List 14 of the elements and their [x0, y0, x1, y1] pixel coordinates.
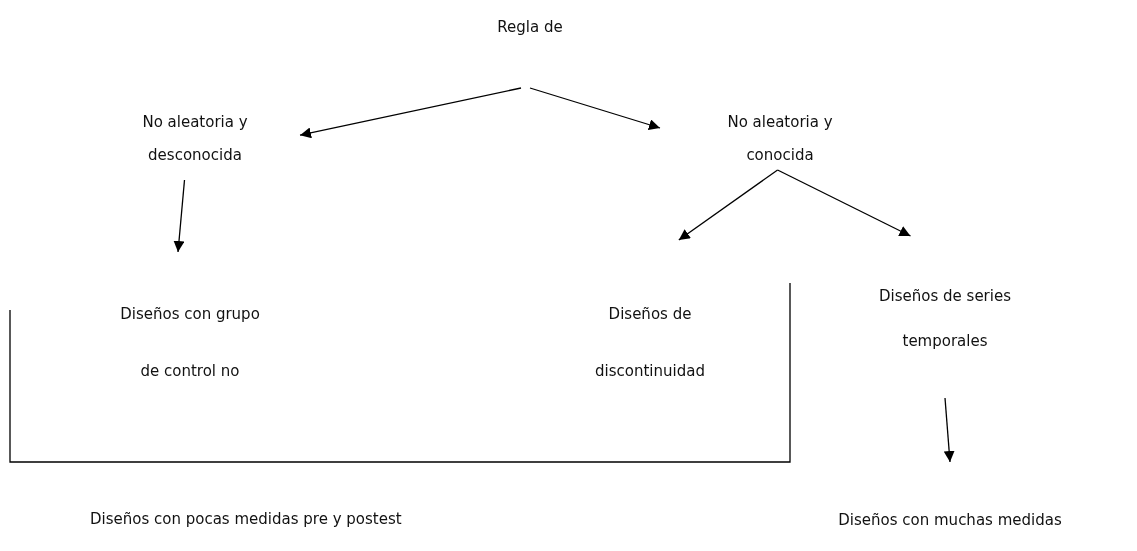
- arrow: [173, 179, 186, 253]
- node-label: No aleatoria y desconocida: [141, 112, 249, 166]
- node-label: Diseños de series temporales: [878, 286, 1012, 352]
- node-label: Diseños de discontinuidad: [594, 304, 706, 382]
- arrow: [678, 169, 779, 241]
- node-label: Regla de: [496, 17, 564, 38]
- arrow: [943, 397, 955, 463]
- arrow: [776, 169, 912, 237]
- node-label: Diseños con grupo de control no: [119, 304, 261, 382]
- arrow: [299, 87, 522, 139]
- node-label: Diseños con muchas medidas: [837, 510, 1063, 531]
- group-label: Diseños con pocas medidas pre y postest: [90, 510, 402, 528]
- node-label: No aleatoria y conocida: [726, 112, 834, 166]
- arrow: [529, 87, 661, 130]
